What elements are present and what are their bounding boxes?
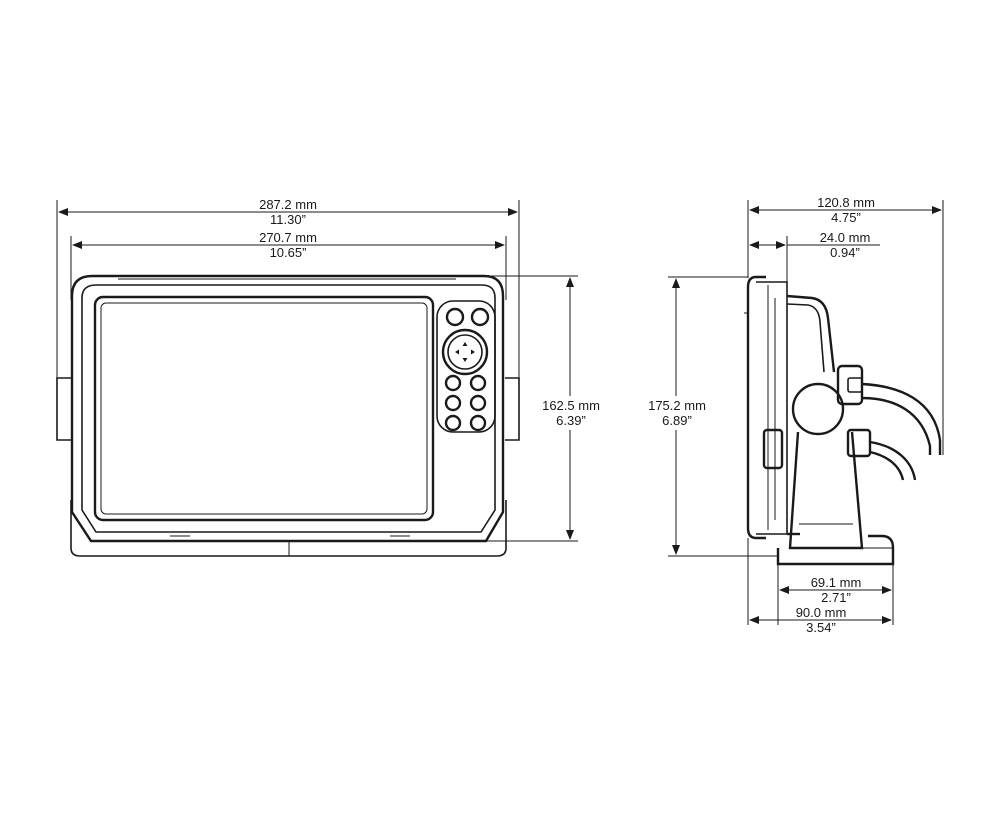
mount-upright	[788, 431, 864, 550]
key-4	[469, 394, 487, 412]
dim-mount-base-depth-in: 2.71”	[821, 590, 851, 605]
dim-overall-depth: 120.8 mm 4.75”	[747, 195, 944, 455]
dim-unit-width-in: 10.65”	[270, 245, 307, 260]
key-6	[469, 414, 487, 432]
side-display-face	[756, 281, 788, 535]
dim-unit-height-mm: 162.5 mm	[542, 398, 600, 413]
screen-inner	[100, 302, 428, 515]
key-1	[444, 374, 462, 392]
cable-lower	[869, 440, 917, 481]
cable-upper	[861, 382, 942, 455]
bracket-right-ear	[505, 377, 520, 441]
front-view: 287.2 mm 11.30” 270.7 mm 10.65” 162.5 mm…	[56, 197, 608, 557]
dim-overall-depth-mm: 120.8 mm	[817, 195, 875, 210]
dpad-left-arrow	[455, 349, 459, 355]
mount-base	[776, 534, 895, 566]
keypad	[436, 300, 496, 433]
dim-unit-width-mm: 270.7 mm	[259, 230, 317, 245]
side-rear-housing	[786, 294, 836, 373]
dim-unit-height: 162.5 mm 6.39”	[486, 275, 608, 542]
side-button	[762, 428, 784, 470]
dim-front-depth-mm: 24.0 mm	[820, 230, 871, 245]
dim-mount-overall-depth-mm: 90.0 mm	[796, 605, 847, 620]
key-5	[444, 414, 462, 432]
dim-unit-height-in: 6.39”	[556, 413, 586, 428]
dpad-inner	[447, 334, 483, 370]
dim-mount-base-depth: 69.1 mm 2.71”	[777, 564, 894, 625]
dim-mount-base-depth-mm: 69.1 mm	[811, 575, 862, 590]
dim-overall-height: 175.2 mm 6.89”	[640, 276, 778, 557]
mount-knob	[791, 382, 845, 436]
dpad-outer	[441, 328, 489, 376]
dpad-right-arrow	[471, 349, 475, 355]
dim-overall-depth-in: 4.75”	[831, 210, 861, 225]
side-view: 120.8 mm 4.75” 24.0 mm 0.94” 175.2 mm 6.…	[640, 195, 944, 635]
dim-front-depth: 24.0 mm 0.94”	[749, 230, 880, 296]
housing-bezel	[81, 284, 496, 533]
dim-unit-width: 270.7 mm 10.65”	[70, 230, 507, 300]
dim-overall-width: 287.2 mm 11.30”	[56, 197, 520, 378]
dim-mount-overall-depth: 90.0 mm 3.54”	[747, 538, 892, 635]
key-2	[469, 374, 487, 392]
housing-outer	[70, 274, 505, 543]
dim-overall-height-mm: 175.2 mm	[648, 398, 706, 413]
dpad-down-arrow	[462, 358, 468, 362]
dim-mount-overall-depth-in: 3.54”	[806, 620, 836, 635]
bracket-left-ear	[56, 377, 71, 441]
dim-front-depth-in: 0.94”	[830, 245, 860, 260]
power-button	[445, 307, 465, 327]
screen-outer	[93, 295, 435, 522]
dpad-up-arrow	[462, 342, 468, 346]
side-display-front	[746, 275, 766, 540]
dim-overall-width-in: 11.30”	[270, 212, 306, 227]
home-button	[470, 307, 490, 327]
dim-overall-width-mm: 287.2 mm	[259, 197, 317, 212]
dim-overall-height-in: 6.89”	[662, 413, 692, 428]
key-3	[444, 394, 462, 412]
keypad-panel	[436, 300, 496, 433]
